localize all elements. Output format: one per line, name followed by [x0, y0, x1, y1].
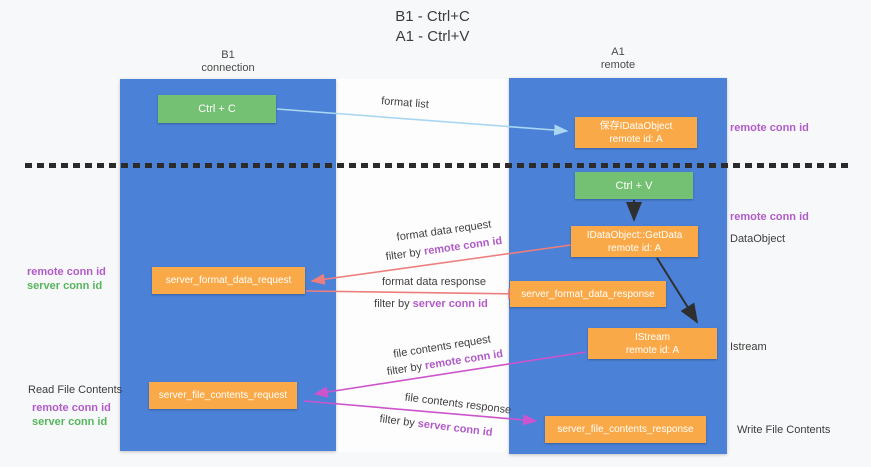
- save-idataobject-line2: remote id: A: [609, 133, 663, 145]
- lane-b1-name: B1: [221, 49, 235, 61]
- lane-a1-name: A1: [611, 46, 625, 58]
- server-file-contents-request-label: server_file_contents_request: [158, 390, 288, 401]
- title-line-1: B1 - Ctrl+C: [395, 8, 470, 25]
- machine-boundary-dashed-line: [25, 163, 852, 168]
- server-format-data-request-box: server_format_data_request: [152, 267, 305, 294]
- arrow-format-data-response: [305, 288, 523, 300]
- annotation-dataobject: DataObject: [730, 233, 786, 245]
- istream-line1: IStream: [634, 331, 670, 343]
- title-line-2: A1 - Ctrl+V: [395, 28, 470, 45]
- annotation-remote-conn-id-left-top: remote conn id: [27, 266, 106, 278]
- server-file-contents-response-label: server_file_contents_response: [557, 424, 694, 435]
- annotation-read-file-contents: Read File Contents: [28, 384, 123, 396]
- save-idataobject-line1: 保存IDataObject: [599, 120, 673, 132]
- annotation-istream: Istream: [730, 341, 767, 353]
- label-format-data-response: format data response: [382, 276, 486, 288]
- ctrl-v-label: Ctrl + V: [615, 179, 653, 192]
- annotation-write-file-contents: Write File Contents: [737, 424, 831, 436]
- arrow-file-contents-response: [303, 400, 538, 426]
- server-format-data-response-box: server_format_data_response: [510, 281, 666, 307]
- server-file-contents-request-box: server_file_contents_request: [149, 382, 297, 409]
- istream-box: IStream remote id: A: [588, 328, 717, 359]
- annotation-server-conn-id-left-top: server conn id: [27, 280, 103, 292]
- arrow-format-list: [276, 108, 569, 136]
- save-idataobject-box: 保存IDataObject remote id: A: [575, 117, 697, 148]
- getdata-line1: IDataObject::GetData: [586, 229, 683, 241]
- diagram-title: B1 - Ctrl+C A1 - Ctrl+V: [0, 7, 865, 47]
- server-format-data-request-label: server_format_data_request: [165, 275, 292, 286]
- lane-header-a1: A1 remote: [509, 46, 727, 72]
- annotation-remote-conn-id-left-bottom: remote conn id: [32, 402, 111, 414]
- annotation-remote-conn-id-right-mid: remote conn id: [730, 211, 809, 223]
- istream-line2: remote id: A: [625, 344, 680, 356]
- server-conn-id-highlight: server conn id: [412, 298, 488, 310]
- lane-a1-role: remote: [600, 59, 636, 71]
- ctrl-c-label: Ctrl + C: [198, 103, 236, 115]
- filter-by-prefix: filter by: [374, 298, 413, 310]
- server-file-contents-response-box: server_file_contents_response: [545, 416, 706, 443]
- arrow-file-contents-request: [313, 351, 587, 398]
- arrow-format-data-request: [310, 244, 572, 285]
- annotation-server-conn-id-left-bottom: server conn id: [32, 416, 108, 428]
- idataobject-getdata-box: IDataObject::GetData remote id: A: [571, 226, 698, 257]
- getdata-line2: remote id: A: [607, 242, 662, 254]
- ctrl-v-box: Ctrl + V: [575, 172, 693, 199]
- label-filter-by-server-conn-id-1: filter by server conn id: [374, 298, 488, 310]
- arrow-getdata-to-istream: [656, 257, 699, 324]
- ctrl-c-box: Ctrl + C: [158, 95, 276, 123]
- lane-b1-role: connection: [201, 62, 255, 74]
- server-format-data-response-label: server_format_data_response: [521, 288, 655, 300]
- lane-header-b1: B1 connection: [120, 49, 336, 75]
- annotation-remote-conn-id-right-top: remote conn id: [730, 122, 809, 134]
